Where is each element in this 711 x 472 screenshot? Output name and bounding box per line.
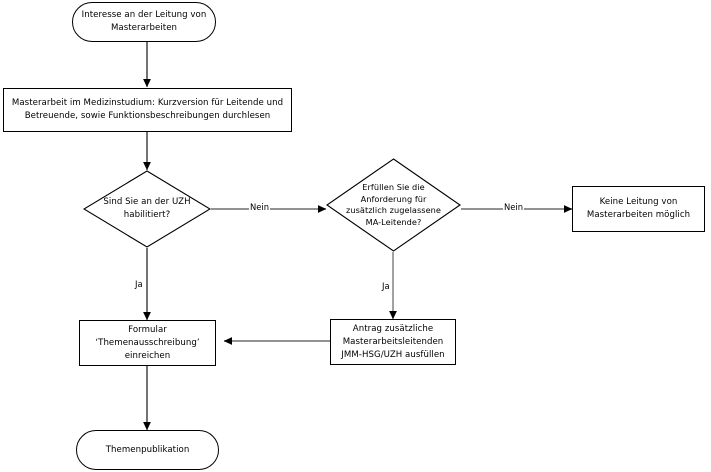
node-no-supervision-possible-label: Keine Leitung von Masterarbeiten möglich [586, 197, 691, 220]
node-read-documents[interactable]: Masterarbeit im Medizinstudium: Kurzvers… [3, 88, 292, 132]
diamond-shape-requirements [326, 158, 461, 252]
node-start[interactable]: Interesse an der Leitung von Masterarbei… [72, 2, 216, 42]
node-submit-form-label: Formular ‘Themenausschreibung’ einreiche… [95, 324, 200, 361]
node-decision-habilitation-label: Sind Sie an der UZH habilitiert? [103, 197, 191, 220]
diamond-shape-habilitation [83, 170, 211, 248]
edge-label-habilitation-no: Nein [249, 202, 271, 212]
node-decision-requirements[interactable]: Erfüllen Sie die Anforderung für zusätzl… [326, 158, 461, 252]
node-publication[interactable]: Themenpublikation [76, 430, 219, 470]
node-submit-form[interactable]: Formular ‘Themenausschreibung’ einreiche… [79, 320, 216, 366]
node-decision-requirements-label: Erfüllen Sie die Anforderung für zusätzl… [345, 182, 442, 227]
edge-label-habilitation-yes: Ja [134, 279, 144, 289]
edge-label-requirements-no: Nein [503, 202, 525, 212]
node-decision-habilitation[interactable]: Sind Sie an der UZH habilitiert? [83, 170, 211, 248]
edge-label-requirements-yes: Ja [381, 281, 391, 291]
node-application-form-label: Antrag zusätzliche Masterarbeitsleitende… [341, 323, 445, 360]
node-read-documents-label: Masterarbeit im Medizinstudium: Kurzvers… [11, 98, 284, 121]
node-application-form[interactable]: Antrag zusätzliche Masterarbeitsleitende… [330, 319, 456, 365]
node-publication-label: Themenpublikation [105, 444, 190, 455]
node-start-label: Interesse an der Leitung von Masterarbei… [81, 10, 207, 33]
node-no-supervision-possible[interactable]: Keine Leitung von Masterarbeiten möglich [572, 186, 705, 232]
